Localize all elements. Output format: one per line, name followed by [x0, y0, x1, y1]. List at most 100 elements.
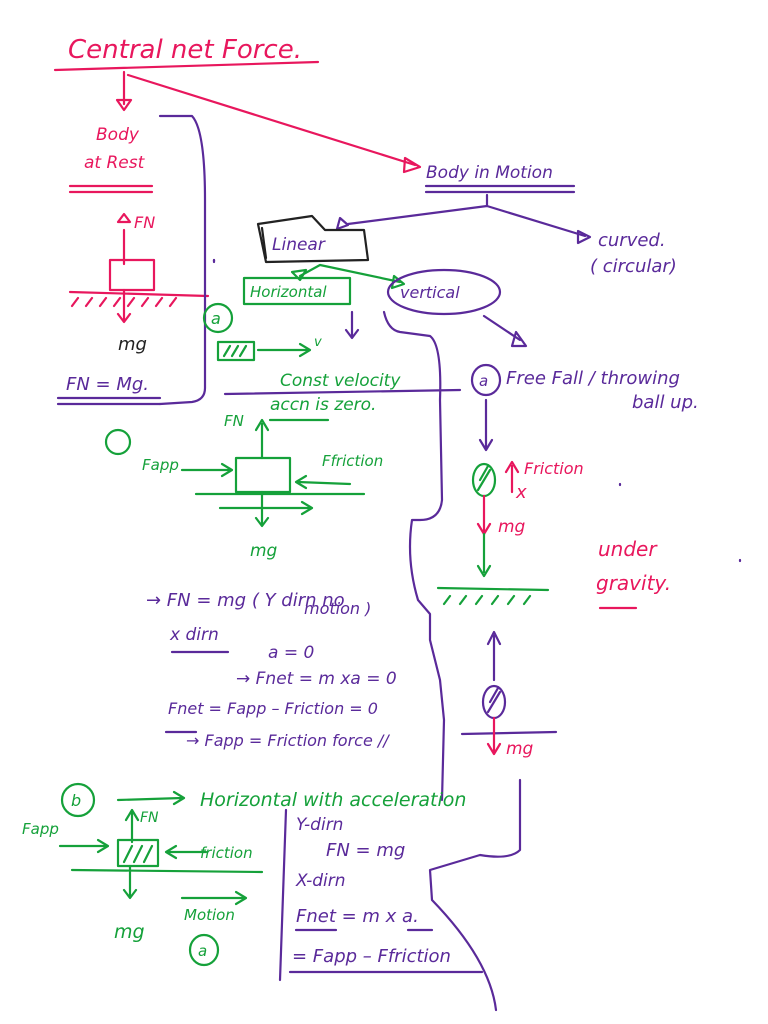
const-mg-arrow [254, 490, 270, 528]
motion-branch-lines [346, 193, 587, 238]
accel-block-hatch [122, 844, 154, 864]
accel-vertical-divider [278, 808, 288, 982]
vertical-label: vertical [400, 283, 460, 302]
const-friction-arrow [294, 474, 352, 490]
rest-ground [68, 290, 210, 308]
rest-bracket [158, 114, 207, 406]
accel-fn-arrow [124, 808, 140, 844]
accel-fapp-label: Fapp [22, 820, 59, 838]
const-block-hatch [222, 344, 248, 358]
vertical-ellipse [386, 268, 502, 316]
const-x-dir: x dirn [169, 625, 219, 645]
accel-label-arrow [116, 790, 186, 806]
circular-label: ( circular) [590, 256, 677, 277]
accel-motion-arrow [180, 890, 248, 906]
linear-label: Linear [272, 235, 326, 255]
accel-fnet: Fnet = m x a. [296, 906, 419, 927]
const-divider [223, 388, 462, 396]
divider-line-lower [428, 778, 522, 1012]
gravity-label-line1: under [598, 537, 658, 561]
accel-friction-arrow [164, 844, 208, 860]
rest-label-underline [68, 184, 154, 194]
rest-mg-label: mg [118, 334, 147, 355]
horizontal-box [242, 276, 352, 306]
arrow-to-motion [126, 73, 417, 167]
const-fapp-label: Fapp [142, 456, 179, 474]
rest-label-line2: at Rest [84, 153, 146, 173]
arrow-to-free-fall-head [510, 330, 528, 348]
accel-fn-label: FN [140, 810, 159, 826]
ball-mg-arrow [476, 494, 492, 536]
accel-mg-label: mg [114, 921, 145, 943]
arrow-to-horizontal-head [290, 268, 308, 282]
stray-dots [212, 258, 742, 563]
linear-box-inner [260, 226, 268, 260]
throw-ground [460, 730, 558, 736]
throw-up-arrow [486, 630, 502, 682]
falling-ball-hatch [476, 464, 492, 492]
accel-marker-circle [60, 782, 96, 818]
const-fn-label: FN [224, 412, 244, 430]
friction-arrow [504, 460, 520, 494]
horizontal-label: Horizontal [250, 283, 327, 301]
const-fn-arrow [254, 418, 270, 460]
const-fbd-block [234, 456, 292, 494]
accel-motion-label: Motion [184, 906, 235, 924]
const-fbd-marker-circle [104, 428, 132, 456]
friction-label: Friction [524, 459, 584, 478]
accel-fn-mg: FN = mg [326, 840, 405, 861]
const-fnet-equation: → Fnet = m xa = 0 [236, 669, 397, 689]
vertical-marker: a [479, 372, 488, 390]
const-fnet-line: Fnet = Fapp – Friction = 0 [168, 699, 378, 718]
accel-friction-label: friction [200, 844, 253, 862]
rest-block [108, 258, 156, 292]
velocity-label: v [314, 335, 322, 350]
arrow-to-rest-head [115, 98, 133, 112]
thrown-mg-label: mg [506, 739, 534, 759]
accel-y-dir: Y-dirn [296, 815, 343, 835]
const-result: → Fapp = Friction force // [186, 731, 390, 750]
accel-marker2-circle [188, 933, 220, 967]
const-y-equation-line2: motion ) [304, 599, 371, 618]
arrow-to-motion-head [402, 156, 422, 174]
const-ffriction-label: Ffriction [322, 452, 383, 470]
velocity-arrow [256, 342, 312, 358]
free-fall-down-arrow [478, 398, 494, 452]
horizontal-marker: a [211, 309, 221, 328]
accel-x-dir: X-dirn [295, 871, 346, 891]
const-mg-label: mg [250, 541, 278, 561]
rest-equation: FN = Mg. [66, 374, 149, 395]
divider-line [382, 310, 446, 802]
accel-mg-arrow [122, 864, 138, 900]
rest-fn-arrow-head [116, 212, 132, 224]
const-ground-and-motion [194, 492, 366, 516]
free-fall-line2: ball up. [632, 392, 699, 413]
const-velocity-line1: Const velocity [280, 371, 401, 391]
thrown-ball-hatch [486, 686, 502, 714]
accel-marker2: a [198, 942, 207, 960]
curved-label: curved. [598, 230, 666, 251]
const-block [216, 340, 256, 362]
gravity-label-line2: gravity. [596, 571, 671, 595]
free-fall-line1: Free Fall / throwing [506, 368, 680, 389]
title-underline [53, 60, 320, 72]
vertical-ground [436, 586, 550, 606]
accel-block [116, 838, 160, 868]
horizontal-down-arrow [344, 310, 360, 340]
accel-fapp-friction: = Fapp – Ffriction [292, 946, 451, 967]
gravity-arrow [476, 532, 492, 578]
const-fapp-arrow [180, 462, 234, 478]
accel-ground [70, 868, 264, 874]
accel-label: Horizontal with acceleration [200, 789, 466, 811]
horizontal-marker-circle [202, 302, 234, 334]
ball-mg-label: mg [498, 517, 526, 537]
rest-mg-arrow [116, 288, 132, 324]
motion-label-underline [424, 184, 576, 194]
motion-label: Body in Motion [426, 163, 553, 183]
arrow-to-curved-head [576, 229, 592, 245]
const-velocity-line2: accn is zero. [270, 395, 376, 415]
rest-fn-label: FN [134, 213, 155, 232]
linear-box [256, 214, 370, 264]
